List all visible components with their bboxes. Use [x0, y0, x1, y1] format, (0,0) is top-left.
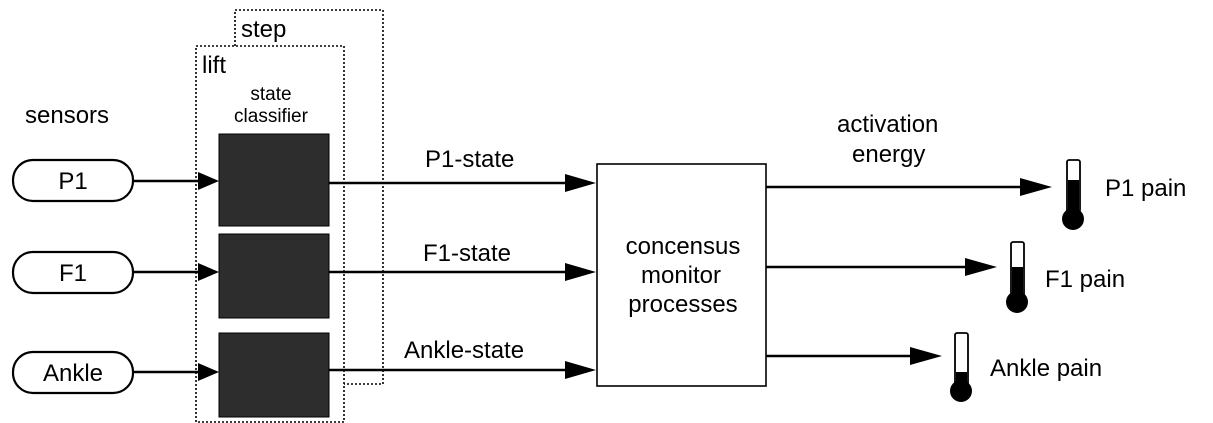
ankle-state-label: Ankle-state	[404, 337, 524, 364]
sensor-f1-label: F1	[59, 260, 87, 287]
classifier-box-f1	[218, 233, 330, 319]
f1-state-arrowhead	[565, 263, 596, 281]
sensor-ankle-arrowhead	[198, 363, 219, 381]
ankle-pain-thermometer-icon	[950, 332, 972, 402]
lift-frame-label: lift	[202, 52, 226, 79]
p1-state-label: P1-state	[425, 146, 514, 173]
activation-heading-line2: energy	[852, 141, 925, 168]
monitor-label-line3: processes	[628, 291, 737, 318]
sensors-heading: sensors	[25, 102, 109, 129]
f1-pain-thermometer-icon	[1006, 241, 1028, 313]
classifier-heading-line2: classifier	[234, 106, 309, 127]
ankle-pain-arrowhead	[910, 347, 942, 365]
sensor-ankle-label: Ankle	[43, 360, 103, 387]
ankle-state-arrowhead	[565, 361, 596, 379]
sensor-p1-arrowhead	[198, 172, 219, 190]
f1-state-label: F1-state	[423, 240, 511, 267]
step-frame-label: step	[241, 16, 286, 43]
ankle-pain-label: Ankle pain	[990, 355, 1102, 382]
monitor-box	[596, 163, 767, 387]
sensor-p1-label: P1	[58, 168, 87, 195]
f1-pain-label: F1 pain	[1045, 266, 1125, 293]
monitor-label-line2: monitor	[641, 262, 721, 289]
monitor-label-line1: concensus	[626, 233, 741, 260]
f1-pain-arrowhead	[965, 258, 997, 276]
p1-state-arrowhead	[565, 174, 596, 192]
p1-pain-thermometer-icon	[1062, 159, 1084, 230]
classifier-box-ankle	[218, 332, 330, 418]
p1-pain-arrowhead	[1020, 178, 1052, 196]
activation-heading-line1: activation	[837, 111, 938, 138]
classifier-heading-line1: state	[250, 84, 291, 105]
p1-pain-label: P1 pain	[1105, 175, 1186, 202]
sensor-f1-arrowhead	[198, 263, 219, 281]
classifier-box-p1	[218, 133, 330, 227]
